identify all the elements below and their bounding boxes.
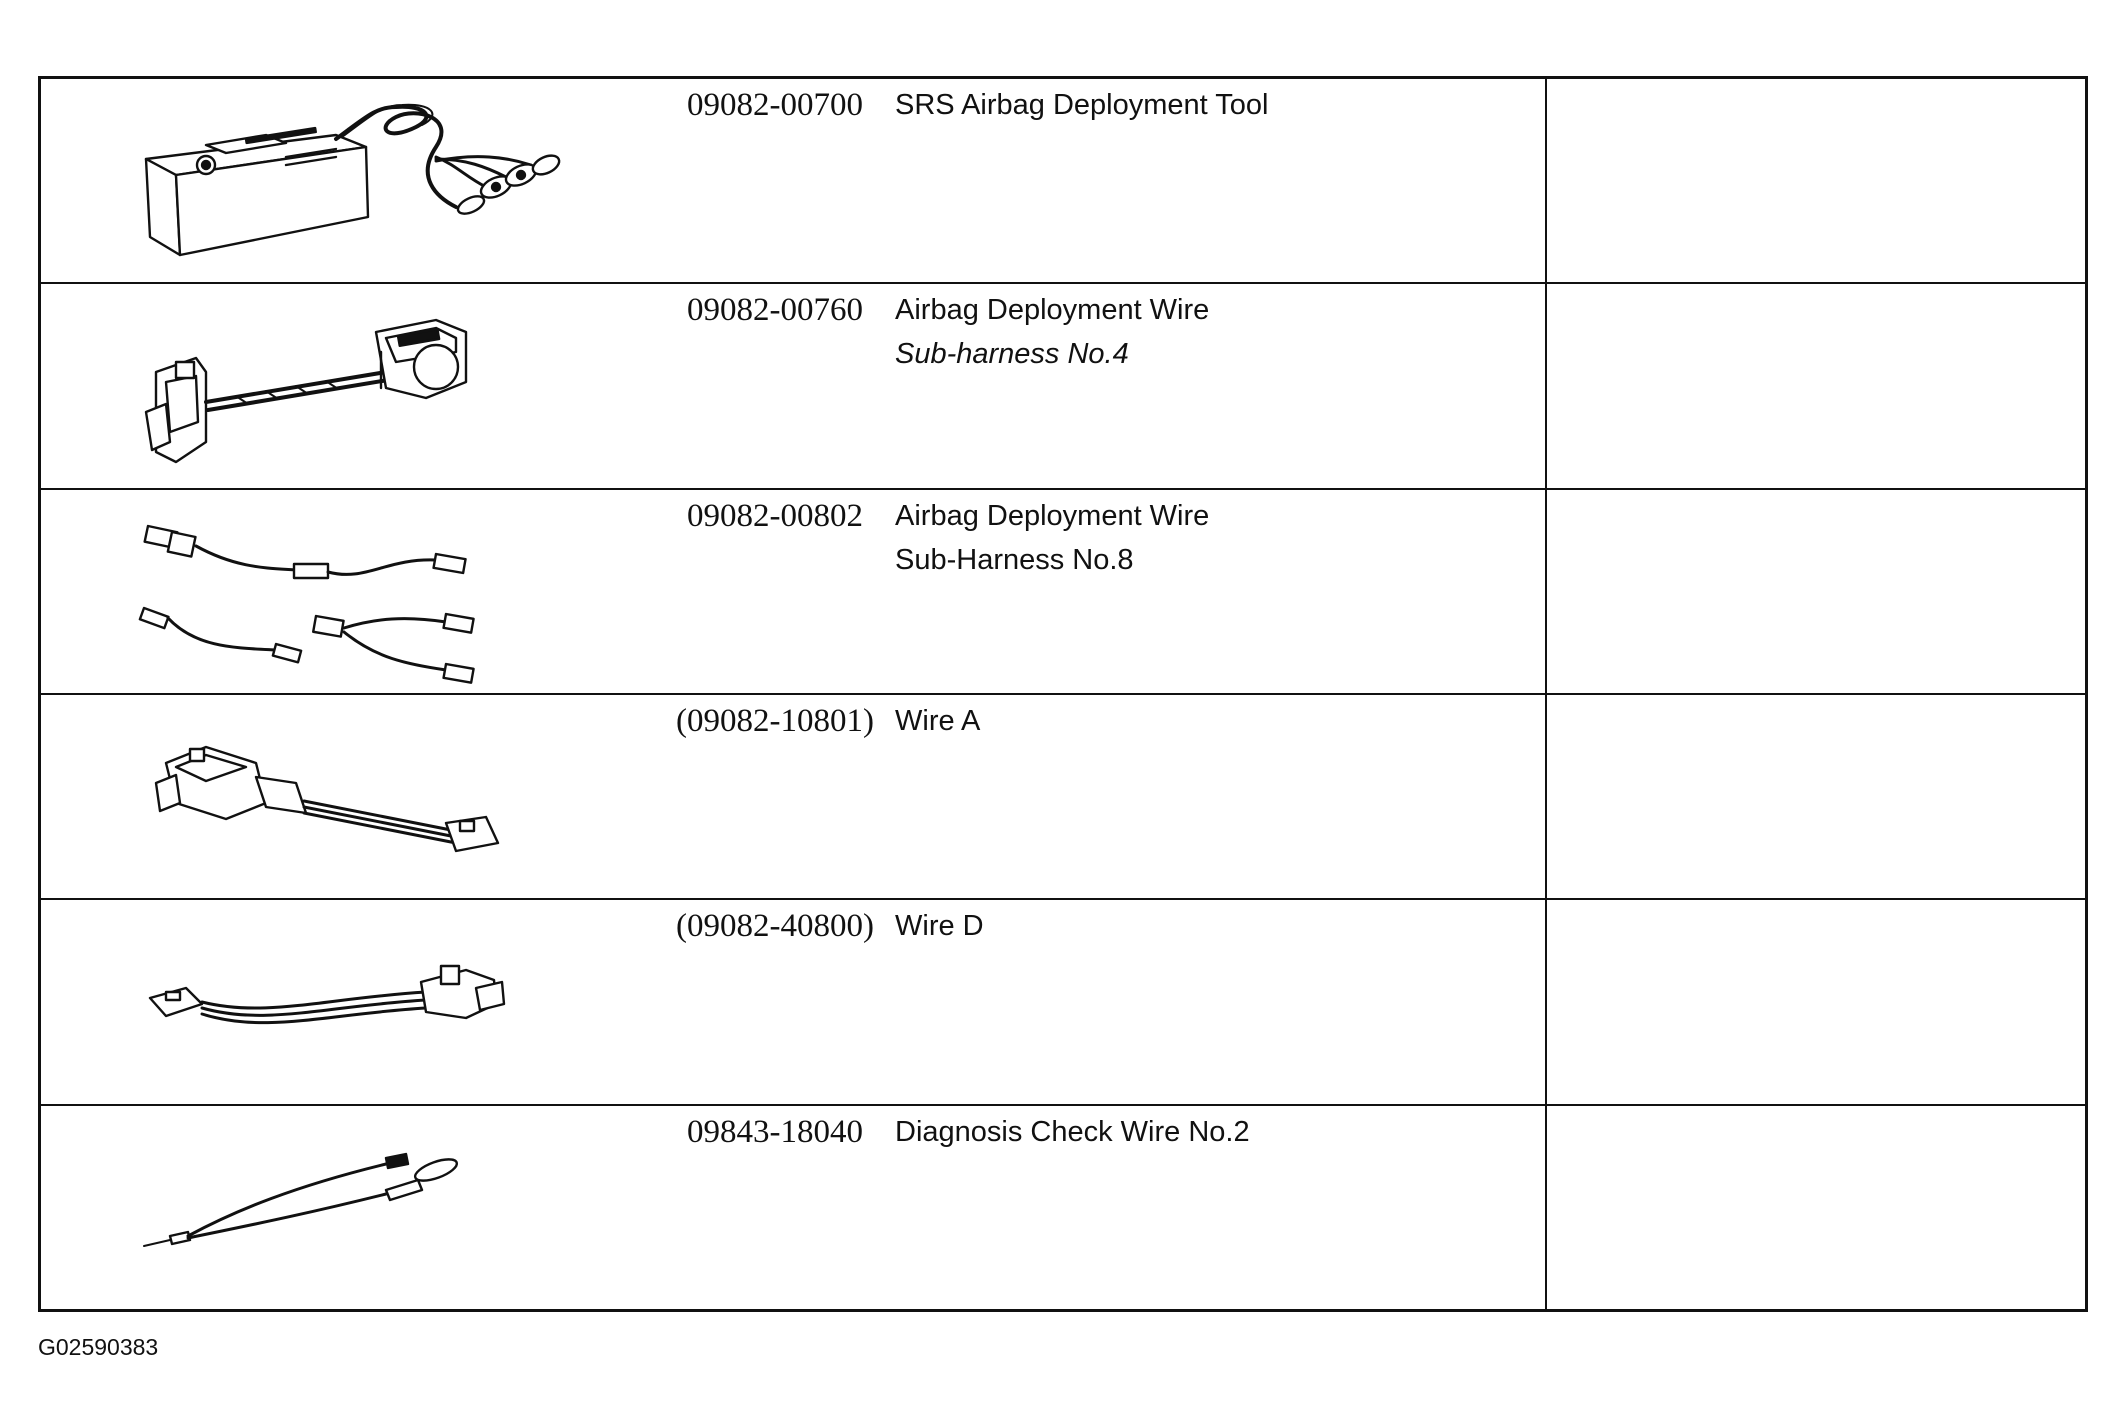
tool-name: Diagnosis Check Wire No.2 [895,1110,1250,1154]
tool-name: Wire D [895,904,984,948]
figure-code: G02590383 [38,1334,159,1360]
tool-cell: (09082-10801) Wire A [41,694,1547,899]
part-number: 09082-00700 [687,87,863,123]
part-number: 09082-00802 [687,497,863,534]
tool-name-line: SRS Airbag Deployment Tool [895,89,1269,121]
tool-name-line: Sub-harness No.4 [895,338,1129,371]
wire-d-icon [136,908,606,1098]
tool-cell: (09082-40800) Wire D [41,900,1547,1104]
tool-name-line: Wire D [895,910,984,943]
table-row: 09082-00700 SRS Airbag Deployment Tool [41,79,2085,285]
tool-name-line: Airbag Deployment Wire [895,499,1210,532]
table-row: (09082-40800) Wire D [41,900,2085,1106]
harness-wire-set-icon [136,498,606,688]
note-cell [1547,284,2085,487]
part-number: 09843-18040 [687,1113,863,1150]
table-row: 09082-00760 Airbag Deployment Wire Sub-h… [41,284,2085,490]
table-row: 09082-00802 Airbag Deployment Wire Sub-H… [41,489,2085,695]
table-row: (09082-10801) Wire A [41,694,2085,901]
tool-cell: 09082-00802 Airbag Deployment Wire Sub-H… [41,489,1547,693]
note-cell [1547,695,2085,898]
table-row: 09843-18040 Diagnosis Check Wire No.2 [41,1105,2085,1309]
note-cell [1547,900,2085,1103]
tool-cell: 09082-00760 Airbag Deployment Wire Sub-h… [41,284,1547,488]
note-cell [1547,79,2085,282]
tool-name: Wire A [895,699,980,743]
tool-name: Airbag Deployment Wire Sub-Harness No.8 [895,494,1209,582]
special-service-tools-table: 09082-00700 SRS Airbag Deployment Tool [38,76,2088,1312]
wire-a-icon [136,703,606,893]
tool-name: SRS Airbag Deployment Tool [895,83,1268,127]
note-cell [1547,1106,2085,1309]
tool-name: Airbag Deployment Wire Sub-harness No.4 [895,288,1209,376]
tool-name-line: Diagnosis Check Wire No.2 [895,1115,1250,1148]
tool-cell: 09082-00700 SRS Airbag Deployment Tool [41,79,1547,283]
part-number: (09082-10801) [676,702,874,739]
tool-name-line: Sub-Harness No.8 [895,543,1134,576]
part-number: 09082-00760 [687,292,863,329]
tool-name-line: Airbag Deployment Wire [895,294,1210,327]
tool-name-line: Wire A [895,704,981,737]
sub-harness-connector-icon [136,292,606,482]
check-wire-icon [136,1114,606,1304]
deployment-tool-box-icon [136,87,606,277]
note-cell [1547,490,2085,693]
part-number: (09082-40800) [676,908,874,945]
tool-cell: 09843-18040 Diagnosis Check Wire No.2 [41,1105,1547,1309]
